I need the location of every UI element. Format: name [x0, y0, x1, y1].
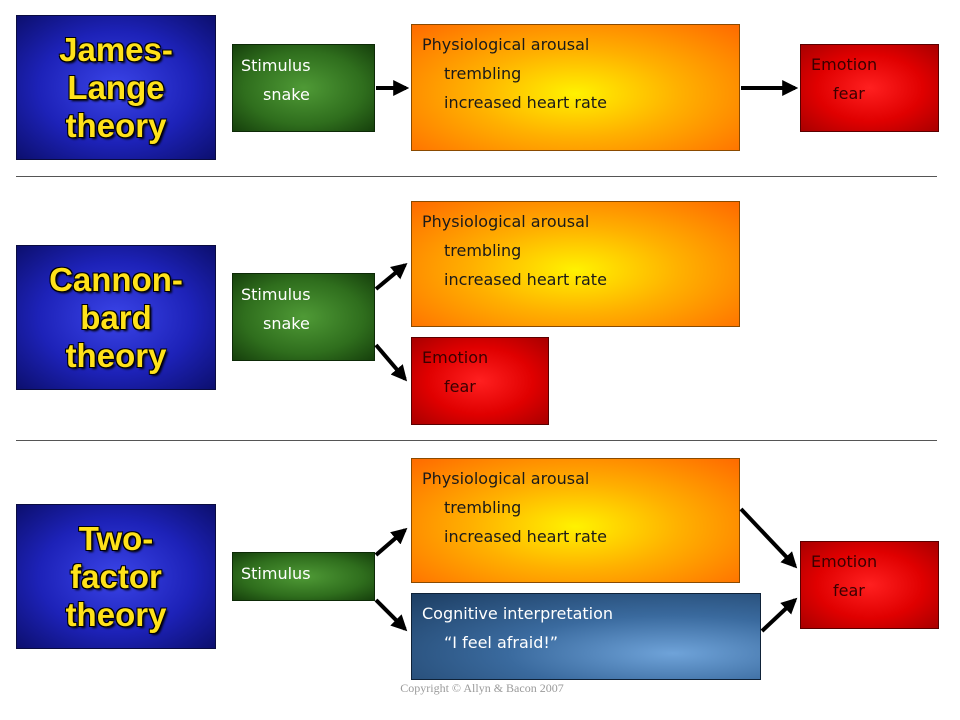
stimulus-label: Stimulus — [241, 564, 311, 583]
arousal-label: Physiological arousal — [422, 35, 590, 54]
theory-title-line: James- — [59, 30, 173, 68]
section-divider — [16, 440, 937, 441]
two-factor-title-box: Two- factor theory — [16, 504, 216, 649]
stimulus-detail: snake — [263, 314, 310, 333]
emotion-box-cannon-bard: Emotion fear — [411, 337, 549, 425]
emotion-detail: fear — [833, 581, 865, 600]
emotion-label: Emotion — [811, 55, 878, 74]
theory-title-line: Cannon- — [49, 260, 183, 298]
arousal-label: Physiological arousal — [422, 212, 590, 231]
arousal-detail: increased heart rate — [444, 93, 607, 112]
arousal-detail: trembling — [444, 241, 522, 260]
copyright-notice: Copyright © Allyn & Bacon 2007 — [400, 681, 564, 695]
emotion-detail: fear — [444, 377, 476, 396]
stimulus-box-cannon-bard: Stimulus snake — [232, 273, 375, 361]
theory-title-line: Two- — [78, 519, 154, 557]
arousal-detail: increased heart rate — [444, 270, 607, 289]
stimulus-box-james-lange: Stimulus snake — [232, 44, 375, 132]
arousal-detail: trembling — [444, 498, 522, 517]
emotion-box-james-lange: Emotion fear — [800, 44, 939, 132]
emotion-detail: fear — [833, 84, 865, 103]
arousal-label: Physiological arousal — [422, 469, 590, 488]
arrow-stimulus-to-arousal — [374, 262, 408, 291]
theory-title-line: theory — [65, 106, 167, 144]
arrow-cognition-to-emotion — [760, 597, 798, 633]
stimulus-label: Stimulus — [241, 56, 311, 75]
arousal-detail: trembling — [444, 64, 522, 83]
theory-title-line: Lange — [67, 68, 165, 106]
stimulus-label: Stimulus — [241, 285, 311, 304]
arousal-detail: increased heart rate — [444, 527, 607, 546]
arousal-box-james-lange: Physiological arousal trembling increase… — [411, 24, 740, 151]
emotion-label: Emotion — [811, 552, 878, 571]
cannon-bard-title-box: Cannon- bard theory — [16, 245, 216, 390]
theory-title-line: factor — [70, 557, 162, 595]
cognition-detail: “I feel afraid!” — [444, 633, 559, 652]
arousal-box-cannon-bard: Physiological arousal trembling increase… — [411, 201, 740, 327]
theory-title-line: theory — [65, 336, 167, 374]
emotion-label: Emotion — [422, 348, 489, 367]
arousal-box-two-factor: Physiological arousal trembling increase… — [411, 458, 740, 583]
theory-title-line: bard — [80, 298, 152, 336]
arrow-stimulus-to-cognition — [374, 598, 408, 632]
section-divider — [16, 176, 937, 177]
cognition-label: Cognitive interpretation — [422, 604, 614, 623]
cognitive-interpretation-box: Cognitive interpretation “I feel afraid!… — [411, 593, 761, 680]
arrow-stimulus-to-arousal — [374, 527, 408, 557]
stimulus-box-two-factor: Stimulus — [232, 552, 375, 601]
emotion-box-two-factor: Emotion fear — [800, 541, 939, 629]
arrow-arousal-to-emotion — [739, 507, 798, 569]
james-lange-title-box: James- Lange theory — [16, 15, 216, 160]
arrow-stimulus-to-emotion — [374, 343, 408, 382]
stimulus-detail: snake — [263, 85, 310, 104]
theory-title-line: theory — [65, 595, 167, 633]
